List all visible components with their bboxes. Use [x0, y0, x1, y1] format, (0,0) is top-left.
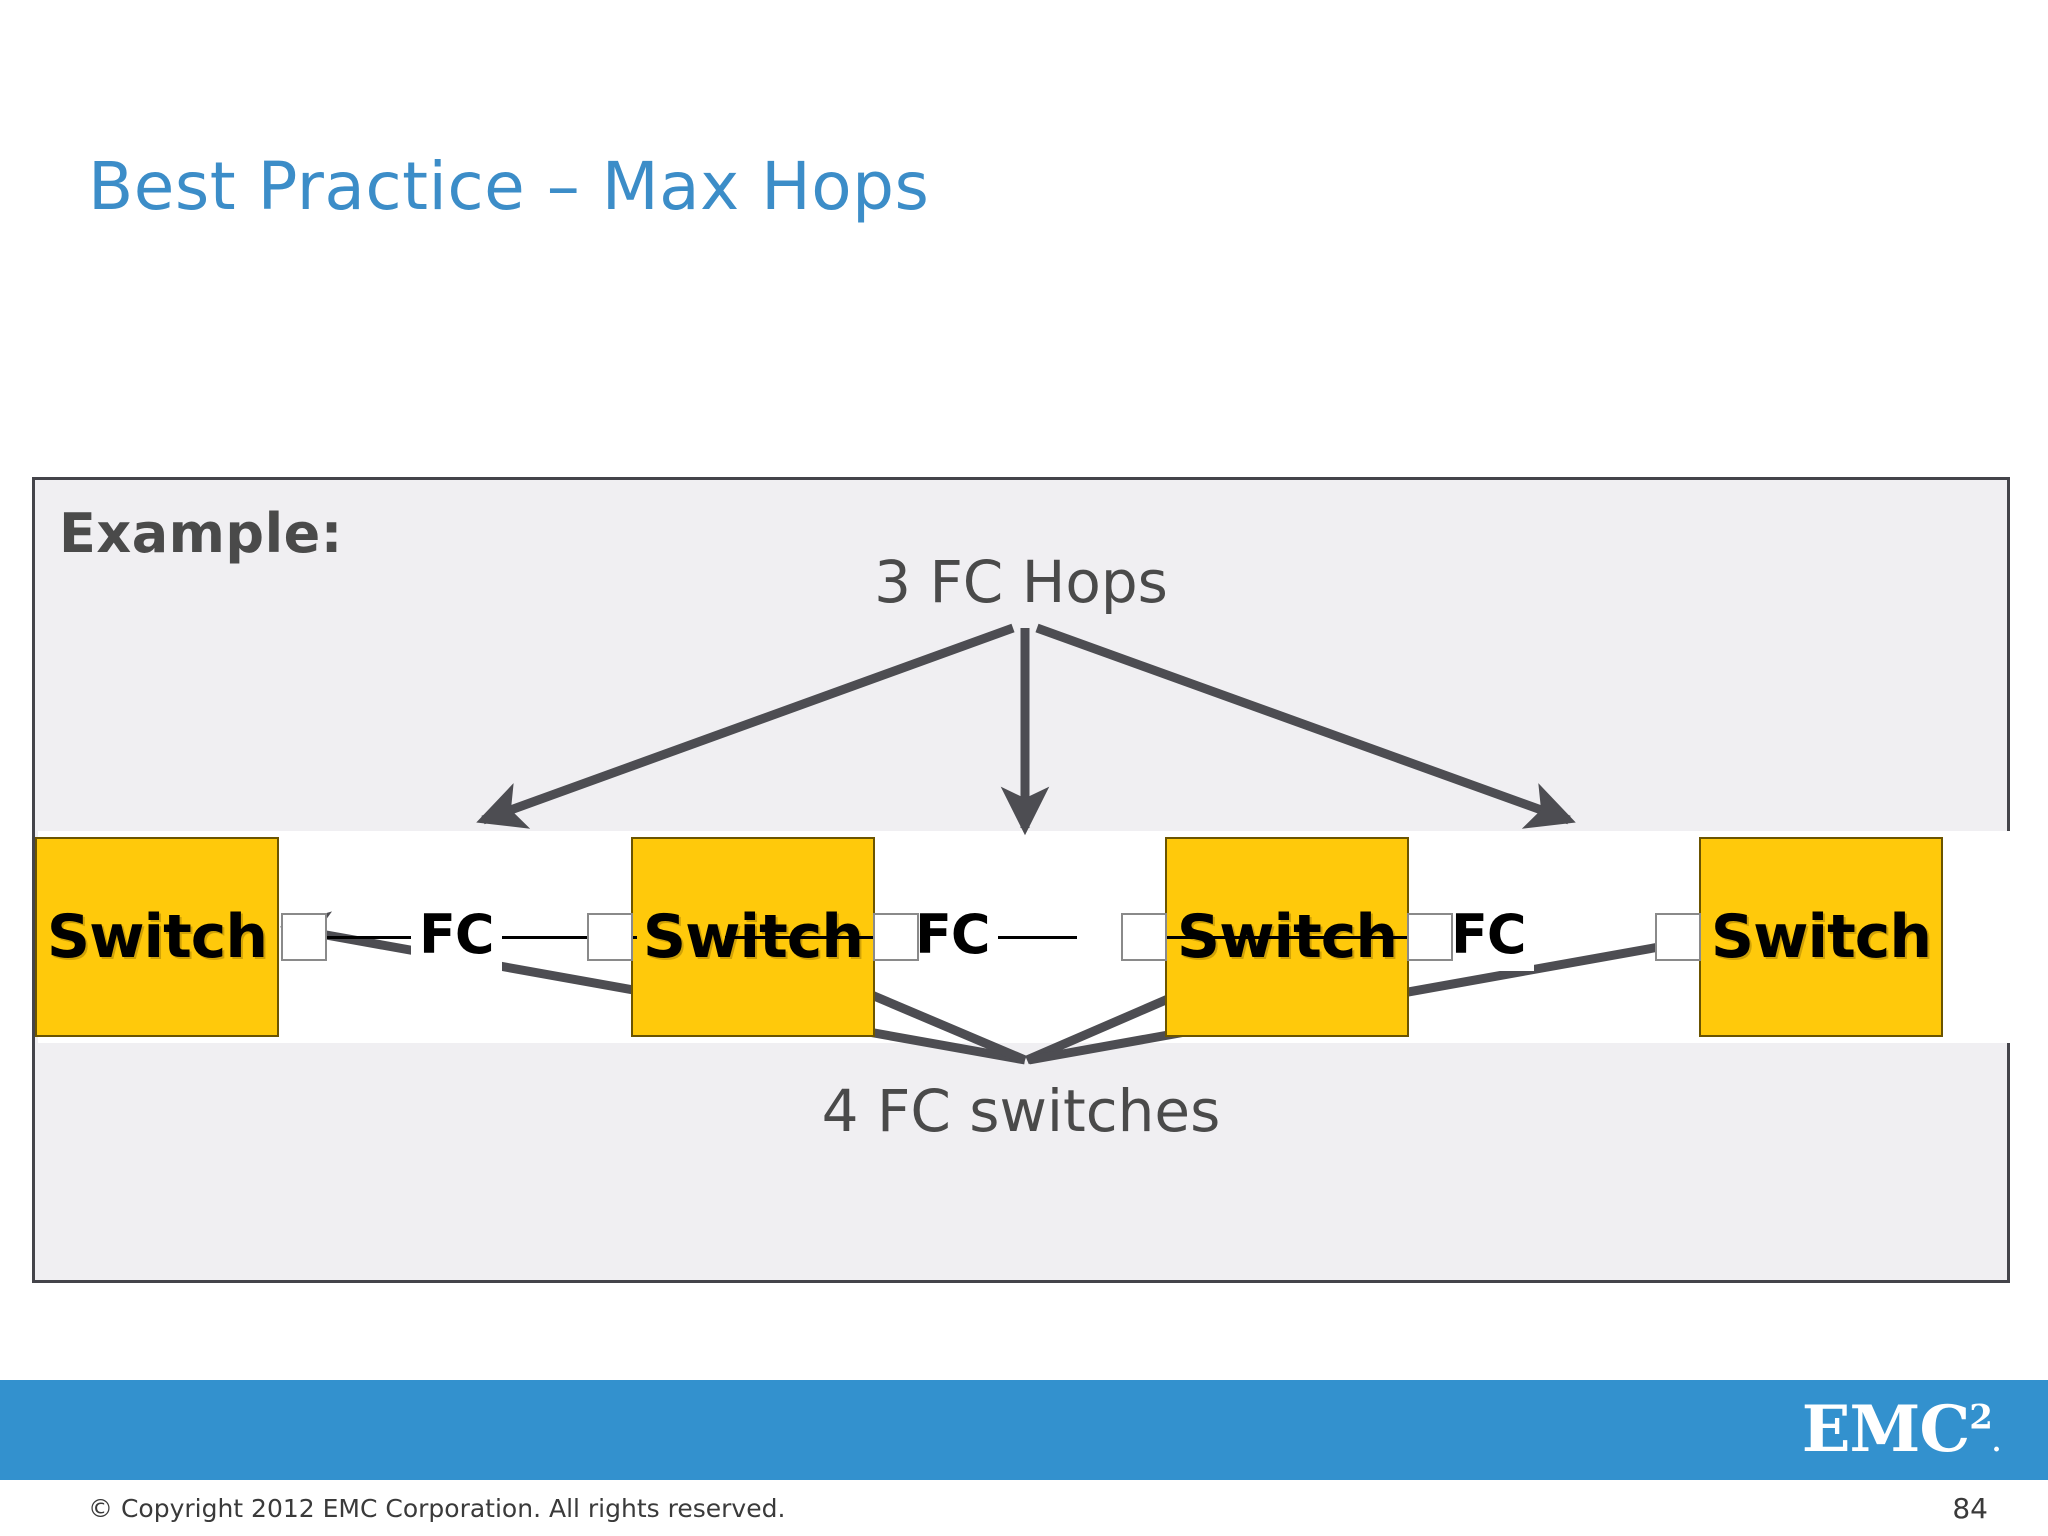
hops-callout-label: 3 FC Hops: [874, 548, 1168, 616]
port-3b[interactable]: [1407, 913, 1453, 961]
hops-arrow-right: [1035, 623, 1576, 829]
hops-arrow-group: [476, 623, 1576, 836]
example-label: Example:: [59, 502, 343, 565]
port-1b[interactable]: [281, 913, 327, 961]
fc-topology-diagram: Switch FC Switch FC Switch FC Switch: [35, 837, 2007, 1037]
page-title: Best Practice – Max Hops: [88, 148, 930, 225]
copyright-notice: © Copyright 2012 EMC Corporation. All ri…: [88, 1494, 786, 1523]
switch-label: Switch: [1710, 902, 1932, 972]
switch-node-4[interactable]: Switch: [1699, 837, 1943, 1037]
switch-label: Switch: [46, 902, 268, 972]
emc-logo-registered: .: [1991, 1428, 2001, 1458]
footer-bar: EMC2.: [0, 1380, 2048, 1480]
page-number: 84: [1952, 1492, 1988, 1525]
fc-link-label-2: FC: [907, 899, 998, 971]
emc-logo-text: EMC: [1801, 1392, 1971, 1467]
switches-callout-label: 4 FC switches: [821, 1077, 1221, 1145]
emc-logo-superscript: 2: [1969, 1397, 1993, 1438]
switch-node-1[interactable]: Switch: [35, 837, 279, 1037]
port-2a[interactable]: [587, 913, 633, 961]
hops-arrow-left: [476, 623, 1015, 829]
example-panel: Example: 3 FC Hops 4 FC switches: [32, 477, 2010, 1283]
port-4a[interactable]: [1655, 913, 1701, 961]
fc-link-label-1: FC: [411, 899, 502, 971]
port-3a[interactable]: [1121, 913, 1167, 961]
emc-logo: EMC2.: [1801, 1392, 2001, 1481]
port-2b[interactable]: [873, 913, 919, 961]
fc-link-label-3: FC: [1443, 899, 1534, 971]
